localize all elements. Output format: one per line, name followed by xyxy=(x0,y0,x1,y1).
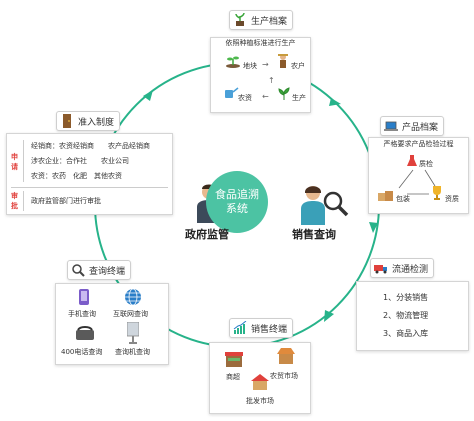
node-kiosk: 查询机查询 xyxy=(115,348,150,356)
arrow-right-icon: → xyxy=(262,60,269,69)
apply-line-3: 农资：农药 化肥 其他农资 xyxy=(31,172,122,180)
market-stall-icon xyxy=(277,348,295,364)
trophy-icon xyxy=(433,186,441,200)
product-header: 产品档案 xyxy=(380,116,445,136)
product-box: 严格要求产品检验过程 质检 包装 资质 xyxy=(368,137,469,214)
production-title: 生产档案 xyxy=(251,16,288,27)
arrow-up-icon: ↑ xyxy=(268,76,275,85)
sales-header: 销售终端 xyxy=(229,318,294,338)
flask-icon xyxy=(407,155,417,166)
logistics-item-2: 2、物流管理 xyxy=(383,311,429,320)
approve-label: 审批 xyxy=(11,192,18,210)
sales-box: 商超 农贸市场 批发市场 xyxy=(209,342,311,414)
watering-can-icon xyxy=(225,87,239,98)
node-internet: 互联网查询 xyxy=(113,310,148,318)
node-phone: 400电话查询 xyxy=(61,348,103,356)
access-header: 准入制度 xyxy=(56,111,121,131)
access-box: 申请 经销商：农资经销商 农产品经销商 涉农企业：合作社 农业公司 农资：农药 … xyxy=(6,133,173,215)
apply-line-2: 涉农企业：合作社 农业公司 xyxy=(31,157,129,165)
apply-line-1: 经销商：农资经销商 农产品经销商 xyxy=(31,142,150,150)
query-title: 查询终端 xyxy=(89,266,126,277)
node-inspect: 质检 xyxy=(419,160,433,168)
node-material: 资质 xyxy=(445,195,459,203)
node-land: 地块 xyxy=(243,62,257,70)
product-subtitle: 严格要求产品检验过程 xyxy=(383,140,454,148)
center-line-1: 食品追溯 xyxy=(215,188,259,201)
logistics-box: 1、分装销售 2、物流管理 3、商品入库 xyxy=(356,281,469,351)
node-wholesale: 批发市场 xyxy=(246,397,274,405)
apply-label: 申请 xyxy=(11,153,18,171)
door-icon xyxy=(63,114,71,128)
telephone-icon xyxy=(76,326,94,340)
boxes-icon xyxy=(378,191,393,201)
center-line-2: 系统 xyxy=(226,202,248,215)
magnifier-icon xyxy=(72,264,85,277)
sales-title: 销售终端 xyxy=(251,324,288,335)
logistics-item-3: 3、商品入库 xyxy=(383,329,429,338)
approve-line: 政府监管部门进行审批 xyxy=(31,197,101,205)
plant-icon xyxy=(278,87,290,100)
query-box: 手机查询 互联网查询 400电话查询 查询机查询 xyxy=(55,283,169,365)
section-divider xyxy=(11,187,168,188)
customer-search-icon xyxy=(301,186,349,225)
query-header: 查询终端 xyxy=(67,260,132,280)
production-subtitle: 依照种植标准进行生产 xyxy=(225,39,296,47)
apply-divider xyxy=(23,140,24,182)
production-header: 生产档案 xyxy=(229,10,294,30)
logistics-item-1: 1、分装销售 xyxy=(383,293,429,302)
production-box: 依照种植标准进行生产 地块 → 农户 ↑ 农资 ← 生产 xyxy=(210,37,311,113)
product-title: 产品档案 xyxy=(402,122,439,133)
cycle-arrows-icon xyxy=(398,169,436,195)
access-title: 准入制度 xyxy=(78,117,115,128)
warehouse-icon xyxy=(251,374,269,390)
logistics-header: 流通检测 xyxy=(370,258,435,278)
kiosk-icon xyxy=(127,322,139,344)
seedling-pot-icon xyxy=(235,13,245,26)
sprout-icon xyxy=(226,56,240,68)
role-sales-query: 销售查询 xyxy=(292,228,336,241)
center-system-circle: 食品追溯 系统 xyxy=(206,171,268,233)
farmer-icon xyxy=(278,54,288,68)
mobile-phone-icon xyxy=(79,289,89,305)
node-input: 农资 xyxy=(238,94,252,102)
arrow-left-icon: ← xyxy=(262,92,269,101)
node-farmer: 农户 xyxy=(291,62,305,70)
laptop-icon xyxy=(384,121,398,131)
truck-icon xyxy=(374,265,387,274)
node-mobile: 手机查询 xyxy=(68,310,96,318)
globe-icon xyxy=(125,288,141,306)
approve-divider xyxy=(23,191,24,211)
supermarket-icon xyxy=(225,352,243,367)
node-supermarket: 商超 xyxy=(226,373,240,381)
node-package: 包装 xyxy=(396,195,410,203)
node-produce: 生产 xyxy=(292,94,306,102)
node-farm-market: 农贸市场 xyxy=(270,372,298,380)
role-government: 政府监管 xyxy=(185,228,229,241)
bar-chart-icon xyxy=(233,321,247,334)
logistics-title: 流通检测 xyxy=(392,264,429,275)
